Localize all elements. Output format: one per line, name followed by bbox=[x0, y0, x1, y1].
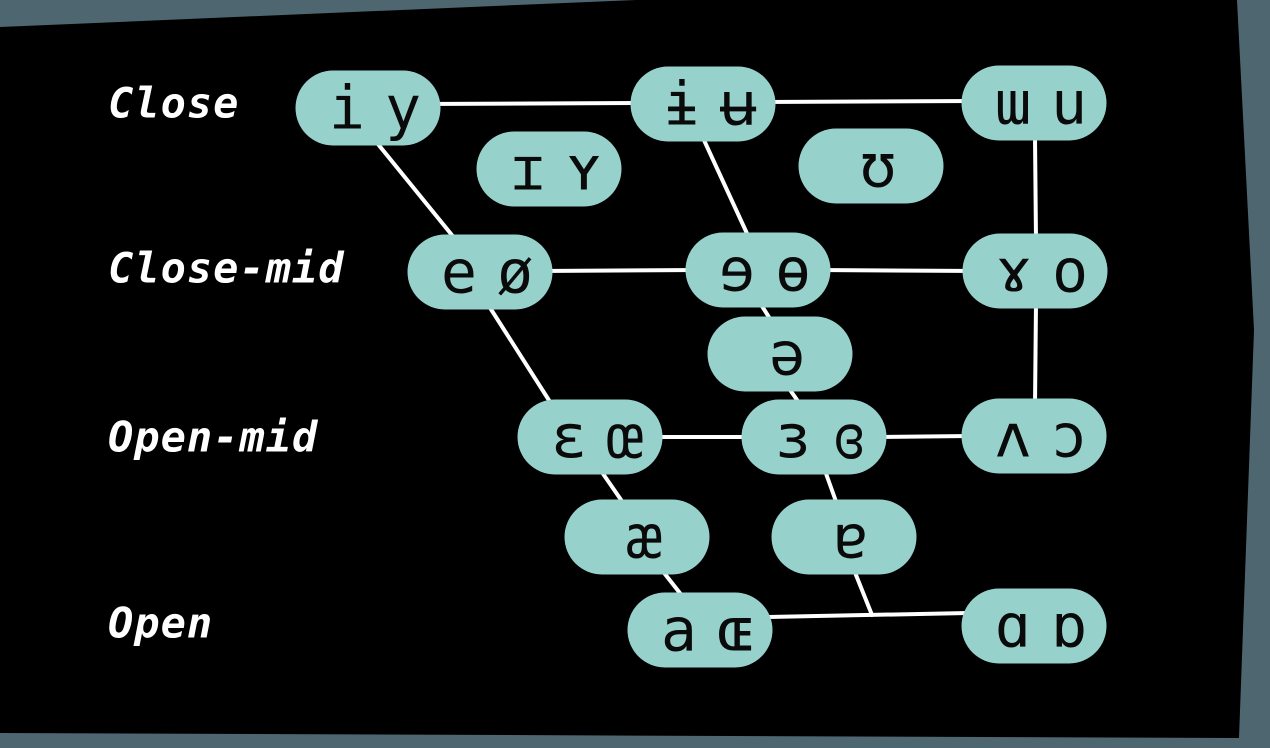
vowel-symbols-open-front: a ɶ bbox=[660, 595, 753, 665]
connector-close-front--close-central bbox=[418, 101, 652, 106]
connector-close-mid-back--open-mid-back bbox=[1033, 301, 1038, 407]
vowel-pill-open-mid-central: ɜ ɞ bbox=[741, 399, 887, 475]
vowel-pill-open-mid-back: ʌ ɔ bbox=[961, 398, 1107, 474]
row-label-close: Close bbox=[108, 78, 240, 128]
vowel-pill-near-close-front: ɪ ʏ bbox=[476, 131, 622, 207]
vowel-symbols-open-mid-front: ɛ œ bbox=[550, 402, 643, 472]
vowel-symbols-close-front: i y bbox=[328, 73, 421, 143]
vowel-pill-open-mid-front: ɛ œ bbox=[517, 399, 663, 475]
vowel-pill-close-mid-back: ɤ o bbox=[962, 233, 1108, 309]
vowel-symbols-close-mid-front: e ø bbox=[440, 237, 533, 307]
vowel-symbols-close-mid-central: ɘ ɵ bbox=[718, 235, 811, 305]
blackboard-shape bbox=[0, 0, 1254, 738]
connector-close-central--close-mid-central bbox=[701, 136, 752, 242]
vowel-symbols-near-close-back: ʊ bbox=[859, 131, 896, 201]
vowel-symbols-open-back: ɑ ɒ bbox=[994, 591, 1087, 661]
vowel-symbols-open-mid-back: ʌ ɔ bbox=[994, 401, 1087, 471]
vowel-pill-close-mid-central: ɘ ɵ bbox=[685, 232, 831, 308]
vowel-symbols-near-open-central: ɐ bbox=[832, 502, 869, 572]
connector-close-back--close-mid-back bbox=[1033, 136, 1038, 242]
connector-open-front--open-back bbox=[766, 611, 970, 619]
vowel-pill-near-open-front: æ bbox=[564, 499, 710, 575]
connector-close-central--close-back bbox=[758, 99, 977, 104]
vowel-pill-close-central: ɨ ʉ bbox=[630, 66, 776, 142]
vowel-pill-near-open-central: ɐ bbox=[771, 499, 917, 575]
vowel-symbols-close-mid-back: ɤ o bbox=[995, 236, 1088, 306]
row-label-open-mid: Open-mid bbox=[108, 412, 319, 462]
vowel-symbols-close-back: ɯ u bbox=[994, 68, 1087, 138]
vowel-pill-close-back: ɯ u bbox=[961, 65, 1107, 141]
vowel-symbols-close-central: ɨ ʉ bbox=[663, 69, 756, 139]
connector-open-mid-central--open-mid-back bbox=[873, 434, 972, 439]
vowel-pill-open-front: a ɶ bbox=[627, 592, 773, 668]
connector-close-front--close-mid-front bbox=[371, 136, 462, 247]
connector-close-mid-front--open-mid-front bbox=[485, 301, 554, 407]
vowel-pill-near-close-back: ʊ bbox=[798, 128, 944, 204]
connector-close-mid-front--close-mid-central bbox=[538, 268, 702, 273]
connector-near-open-central--open-line bbox=[852, 568, 874, 617]
row-label-close-mid: Close-mid bbox=[108, 243, 345, 293]
vowel-pill-close-mid-front: e ø bbox=[407, 234, 553, 310]
vowel-symbols-mid-central: ə bbox=[768, 319, 805, 389]
vowel-symbols-near-close-front: ɪ ʏ bbox=[509, 134, 602, 204]
row-label-open: Open bbox=[108, 598, 214, 648]
vowel-symbols-near-open-front: æ bbox=[625, 502, 662, 572]
vowel-pill-mid-central: ə bbox=[707, 316, 853, 392]
vowel-pill-close-front: i y bbox=[295, 70, 441, 146]
vowel-pill-open-back: ɑ ɒ bbox=[961, 588, 1107, 664]
vowel-symbols-open-mid-central: ɜ ɞ bbox=[774, 402, 867, 472]
connector-close-mid-central--close-mid-back bbox=[813, 268, 982, 273]
